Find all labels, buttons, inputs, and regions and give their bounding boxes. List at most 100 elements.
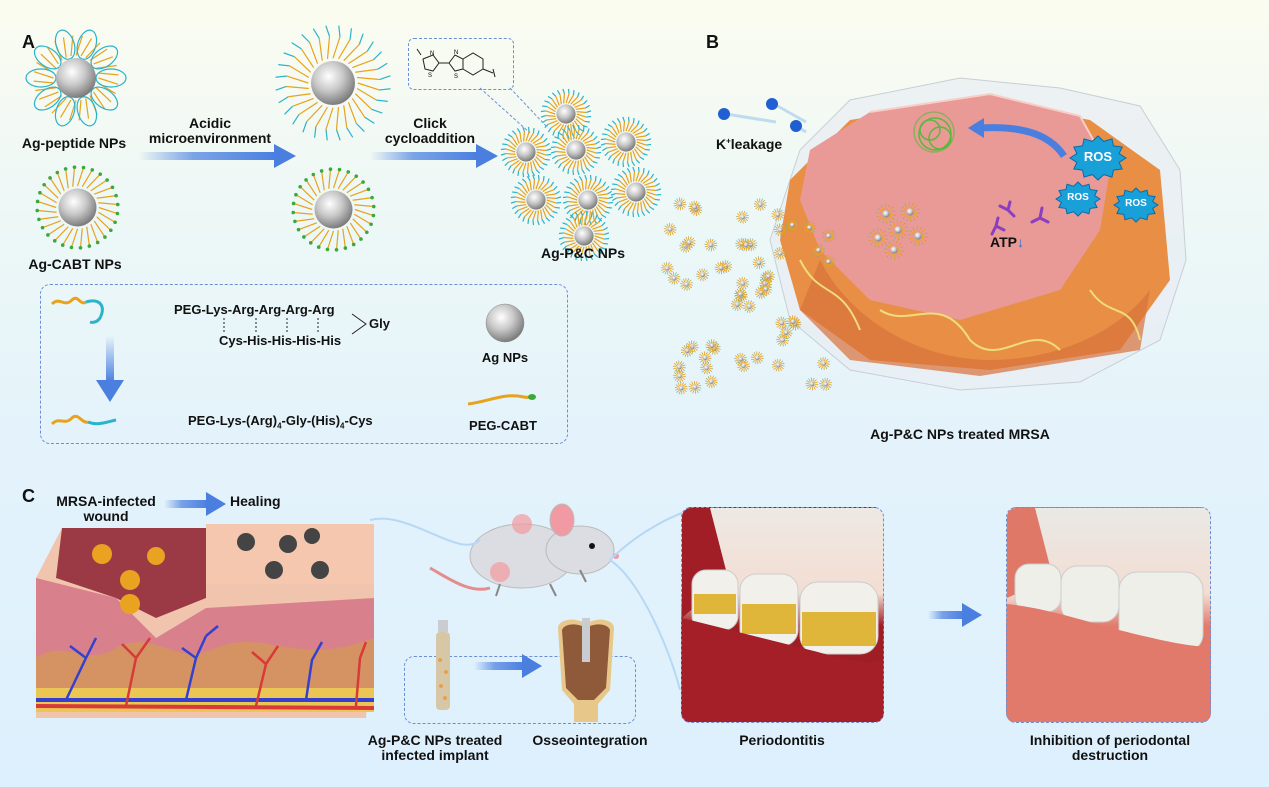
nanoparticle [888,220,908,240]
bone-osseointegration-icon [558,618,614,722]
nanoparticle [682,235,696,250]
ag-pc-label: Ag-P&C NPs [540,245,625,261]
nanoparticle [730,297,744,312]
acidic-arrow-icon [138,144,296,168]
inhibition-label: Inhibition of periodontal destruction [1020,733,1200,763]
nanoparticle [688,200,702,214]
healthy-teeth-icon [1007,508,1210,722]
acidic-label-line2: microenvironment [148,130,272,146]
nanoparticle [821,255,835,269]
formula-part-3: -Cys [344,413,373,428]
nanoparticle [562,174,614,226]
click-arrow-icon [370,144,498,168]
implant-arrow-icon [474,654,542,678]
nanoparticle [733,287,748,301]
nanoparticle [786,315,800,329]
nanoparticle [876,204,896,224]
nanoparticle [705,339,719,353]
nanoparticle [821,229,835,243]
healthy-gum-image [1006,507,1211,723]
peptide-top-sequence: PEG-Lys-Arg-Arg-Arg-Arg [174,302,335,317]
nanoparticle [785,218,799,232]
nanoparticle [761,269,776,283]
nanoparticle [819,377,833,391]
nanoparticle [540,88,592,140]
peg-cabt-label: PEG-CABT [469,418,537,433]
svg-text:S: S [454,74,458,80]
k-plus-sup: + [726,136,731,146]
mouse-icon [429,503,619,597]
periodontitis-image [681,507,884,723]
panel-c-letter: C [22,486,35,506]
nanoparticle [696,268,710,282]
ros-badge-2: ROS [1055,181,1101,217]
nanoparticle [688,380,702,394]
formula-sub-1: 4 [277,421,282,431]
ros-star-icon [1113,187,1159,223]
nanoparticle [610,166,662,218]
nanoparticle [680,344,694,358]
dna-cluster-icon [913,111,955,153]
ros-text-1: ROS [1083,149,1113,164]
nanoparticle [673,369,687,383]
panel-b-caption: Ag-P&C NPs treated MRSA [870,426,1050,442]
nanoparticle [698,351,712,365]
peptide-formula: PEG-Lys-(Arg)4-Gly-(His)4-Cys [188,413,373,431]
nanoparticle [868,228,888,248]
nanoparticle [736,276,750,291]
ros-to-dna-arrow-icon [968,118,1067,159]
ros-badge-1: ROS [1069,135,1127,181]
nanoparticle [802,221,816,235]
dental-implant-icon [436,620,450,710]
gly-label: Gly [369,316,390,331]
nanoparticle [291,167,376,252]
nanoparticle [667,271,681,285]
nanoparticle [817,356,831,371]
ag-nanoparticle-sphere-icon [485,303,525,343]
implant-line2: infected implant [381,747,489,763]
atp-label: ATP↓ [990,234,1024,250]
peptide-cleaved-nanoparticle [275,25,391,141]
svg-text:S: S [428,73,432,79]
nanoparticle [714,261,728,275]
nanoparticle [700,361,714,375]
atp-decrease-arrow-icon: ↓ [1016,234,1024,250]
nanoparticle [884,240,904,260]
nanoparticle [811,243,825,257]
panel-a-legend-box [40,284,568,444]
nanoparticle [737,359,751,373]
svg-text:N: N [430,51,434,57]
ros-star-shape [1113,187,1159,223]
ros-star-shape [1069,135,1127,181]
nanoparticle [773,223,787,237]
thiazole-benzothiazole-structure-icon: N S N S [416,48,496,80]
ag-peptide-nanoparticle [25,29,127,127]
ag-pc-nanoparticle-cluster [500,88,662,262]
osseointegration-label: Osseointegration [532,732,648,748]
inhibition-line1: Inhibition of periodontal [1029,732,1191,748]
nanoparticle [775,316,789,330]
click-label-line2: cycloaddition [384,130,476,146]
peptide-bottom-sequence: Cys-His-His-His-His [219,333,342,348]
atp-text: ATP [990,234,1017,250]
panel-a-letter: A [22,32,35,52]
ros-badge-3: ROS [1113,187,1159,223]
nanoparticle [771,358,785,372]
wound-line2: wound [83,508,129,524]
formula-part-1: PEG-Lys-(Arg) [188,413,278,428]
nanoparticle [673,197,687,211]
periodontitis-label: Periodontitis [739,732,825,748]
leakage-label: leakage [730,136,783,152]
skin-cross-section [35,524,375,718]
nanoparticle [776,333,790,347]
implant-label: Ag-P&C NPs treated infected implant [356,733,514,763]
nanoparticle [771,207,785,222]
nanoparticle [660,261,674,275]
peg-cabt-icon [467,394,536,406]
peptide-chain-icon [50,296,104,324]
np-cluster-on-cell [868,202,928,260]
ag-nps-label: Ag NPs [481,350,529,365]
wound-to-healing-arrow-icon [164,492,226,516]
formula-sub-2: 4 [340,421,345,431]
scattered-nanoparticles [660,197,835,395]
